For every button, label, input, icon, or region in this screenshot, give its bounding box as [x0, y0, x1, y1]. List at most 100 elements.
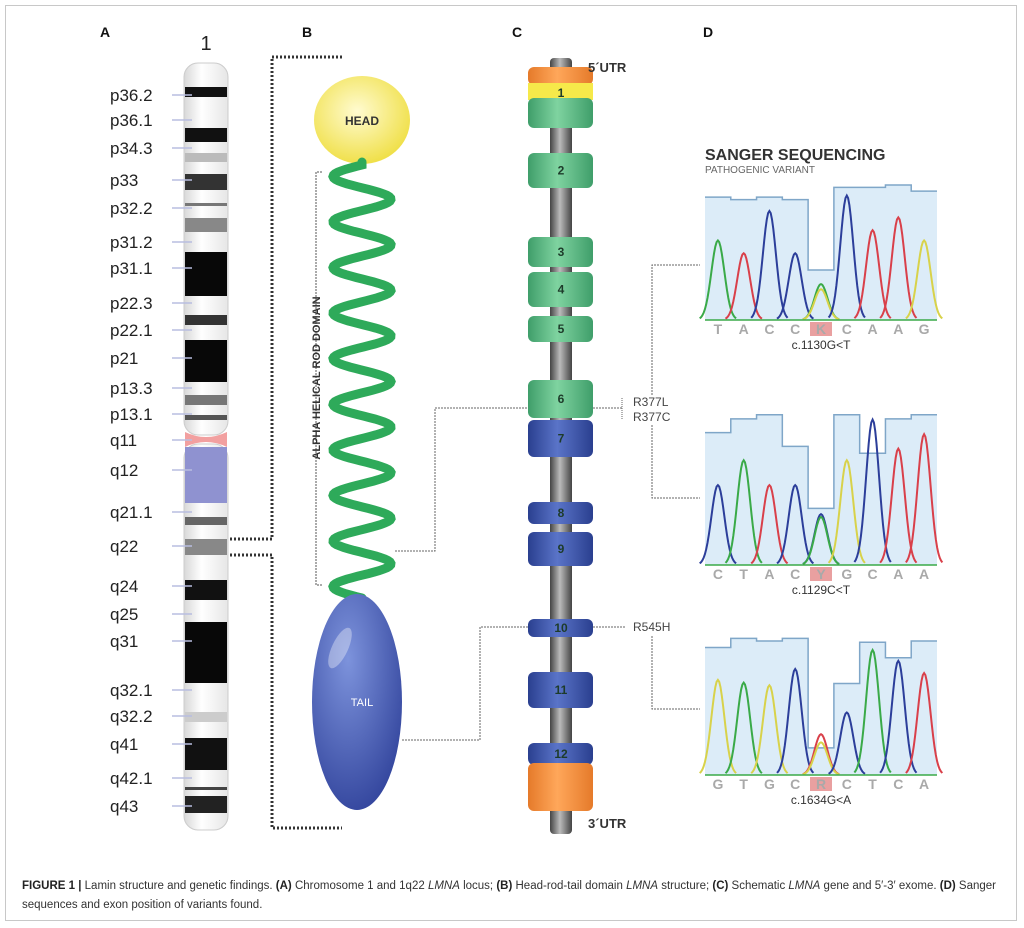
peak-G: [802, 288, 840, 321]
exon-12: [528, 743, 593, 765]
band-label: q41: [110, 735, 138, 754]
peak-A: [699, 238, 737, 320]
exon-number: 4: [558, 283, 565, 297]
base-call: G: [764, 776, 775, 792]
head-domain: [314, 76, 410, 164]
band-label: p36.1: [110, 111, 153, 130]
base-call: C: [867, 566, 877, 582]
base-call: C: [713, 566, 723, 582]
utr5-label: 5´UTR: [588, 60, 627, 75]
exon-7: [528, 420, 593, 457]
alpha-helical-rod: [328, 157, 396, 603]
rod-bracket: [315, 171, 322, 586]
peak-C: [853, 417, 892, 563]
tail-label: TAIL: [351, 697, 373, 709]
utr5-yellow: [528, 83, 593, 100]
base-call: R: [816, 776, 826, 792]
caption-c: (C): [712, 880, 729, 892]
band-label: q32.1: [110, 681, 153, 700]
panel-label-b: B: [302, 24, 312, 40]
chromosome-band: [185, 218, 227, 232]
base-call: G: [712, 776, 723, 792]
band-label: p22.1: [110, 321, 153, 340]
chromosome-band: [185, 203, 227, 206]
peak-A: [724, 458, 763, 564]
peak-C: [776, 483, 815, 565]
caption-fig: FIGURE 1 |: [22, 880, 82, 892]
exon-number: 3: [558, 245, 565, 259]
band-label: p31.2: [110, 233, 153, 252]
base-call: G: [919, 321, 930, 337]
exon-number: 10: [554, 621, 568, 635]
chromosome-band: [185, 539, 227, 555]
exon-2: [528, 153, 593, 188]
caption-text: Chromosome 1 and 1q22: [291, 880, 428, 892]
panel-label-c: C: [512, 24, 522, 40]
band-label: q22: [110, 537, 138, 556]
figure-caption: FIGURE 1 | Lamin structure and genetic f…: [22, 877, 1007, 915]
caption-text: Lamin structure and genetic findings.: [81, 880, 276, 892]
chromosome-band: [185, 580, 227, 600]
band-label: p22.3: [110, 294, 153, 313]
chromosome-band: [185, 517, 227, 525]
exon-number: 7: [558, 432, 565, 446]
chromosome-band: [185, 415, 227, 420]
base-call: C: [893, 776, 903, 792]
peak-T: [750, 483, 789, 565]
quality-bars: [705, 184, 937, 271]
base-call: A: [893, 321, 903, 337]
caption-gene: LMNA: [788, 880, 821, 892]
base-call: A: [893, 566, 903, 582]
exon-number: 1: [558, 86, 565, 100]
exon-number: 5: [558, 322, 565, 336]
band-label: p36.2: [110, 86, 153, 105]
chromosome-band: [185, 738, 227, 770]
peak-T: [879, 446, 918, 564]
caption-text: Schematic: [728, 880, 789, 892]
exon-5: [528, 316, 593, 342]
peak-G: [698, 678, 737, 774]
variant-notation: c.1130G<T: [792, 338, 851, 352]
tail-domain: [312, 594, 402, 810]
peak-C: [879, 658, 918, 774]
r377-connectors: [651, 264, 700, 499]
chromosome-band: [185, 796, 227, 813]
caption-text: gene and 5′-3′ exome.: [820, 880, 940, 892]
base-call: C: [790, 321, 800, 337]
exon-number: 12: [554, 747, 568, 761]
caption-a: (A): [275, 880, 292, 892]
variant-r377c: R377C: [633, 410, 671, 424]
variant-highlight: [810, 322, 832, 336]
chromosome-band: [185, 712, 227, 722]
caption-text: structure;: [658, 880, 713, 892]
peak-T: [905, 431, 944, 563]
exon-number: 11: [555, 683, 568, 697]
caption-d: (D): [939, 880, 956, 892]
band-label: p34.3: [110, 139, 153, 158]
band-label: q32.2: [110, 707, 153, 726]
chromosome-number: 1: [200, 33, 211, 55]
chromosome-band: [185, 153, 227, 162]
panel-label-a: A: [100, 24, 110, 40]
chromosome-band: [185, 315, 227, 325]
locus-connector: [230, 55, 342, 830]
chromosome-band: [185, 395, 227, 405]
chromosome-band: [185, 787, 227, 790]
caption-text: Head-rod-tail domain: [512, 880, 627, 892]
chromosome-band: [185, 622, 227, 683]
base-call: C: [842, 321, 852, 337]
band-labels: p36.2p36.1p34.3p33p32.2p31.2p31.1p22.3p2…: [110, 86, 192, 816]
peak-G: [905, 238, 943, 320]
peak-T: [905, 671, 944, 774]
sanger-subtitle: PATHOGENIC VARIANT: [705, 165, 815, 176]
band-label: p32.2: [110, 199, 153, 218]
base-call: T: [739, 566, 748, 582]
peak-C: [776, 667, 815, 774]
head-label: HEAD: [345, 114, 379, 128]
peak-C: [776, 251, 815, 320]
panel-label-d: D: [703, 24, 713, 40]
band-label: q42.1: [110, 769, 153, 788]
